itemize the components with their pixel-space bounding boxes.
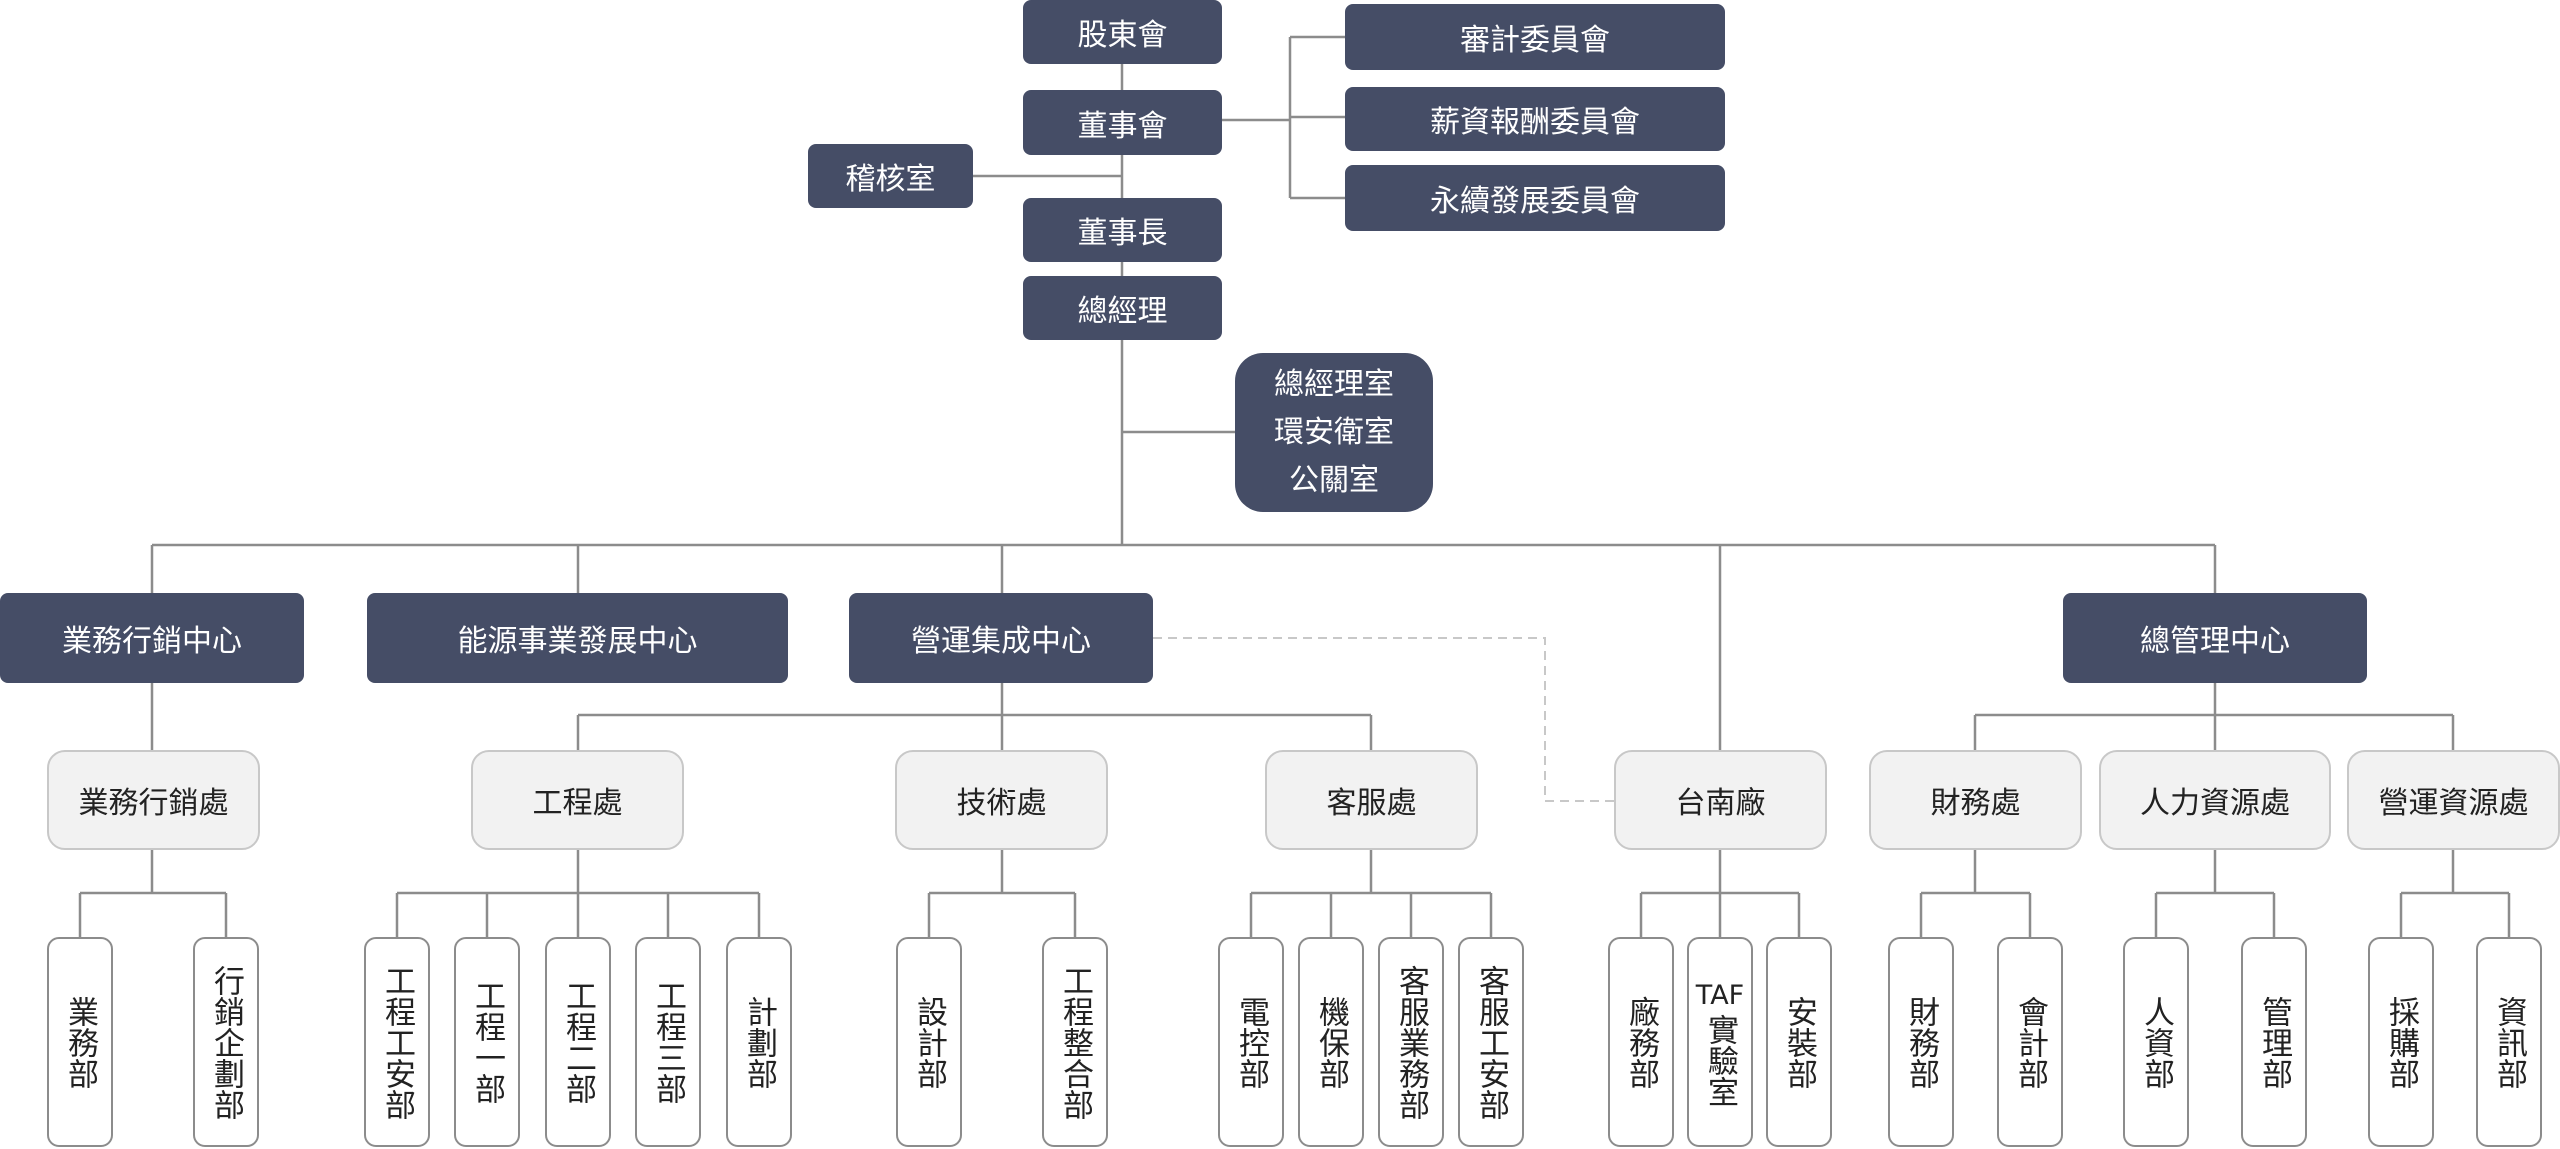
sales-center-label: 業務行銷中心 [62,624,242,659]
design-dept-label: 設計部 [911,995,947,1089]
personnel-dept-label: 人資部 [2138,995,2174,1089]
eng-1-dept-label: 工程一部 [469,980,505,1104]
board-label: 董事會 [1077,108,1168,144]
procurement-dept-box: 採購部 [2368,937,2434,1147]
sales-marketing-division-box: 業務行銷處 [47,750,260,850]
engineering-division-box: 工程處 [471,750,684,850]
sales-dept-label: 業務部 [62,995,98,1089]
board-box: 董事會 [1023,90,1222,155]
energy-center-label: 能源事業發展中心 [457,624,698,659]
tainan-plant-label: 台南廠 [1675,786,1766,821]
audit-committee-label: 審計委員會 [1460,23,1610,58]
accounting-dept-box: 會計部 [1997,937,2063,1147]
cs-business-dept-box: 客服業務部 [1378,937,1444,1147]
audit-office-box: 稽核室 [808,144,973,208]
marketing-planning-dept-box: 行銷企劃部 [193,937,259,1147]
eng-2-dept-box: 工程二部 [545,937,611,1147]
hr-division-box: 人力資源處 [2099,750,2331,850]
design-dept-box: 設計部 [896,937,962,1147]
eng-1-dept-box: 工程一部 [454,937,520,1147]
audit-committee-box: 審計委員會 [1345,4,1725,70]
chairman-label: 董事長 [1077,216,1168,251]
eng-integration-dept-label: 工程整合部 [1057,964,1093,1120]
finance-division-box: 財務處 [1869,750,2082,850]
customer-service-division-label: 客服處 [1326,786,1417,821]
finance-dept-box: 財務部 [1888,937,1954,1147]
procurement-dept-label: 採購部 [2383,995,2419,1089]
it-dept-box: 資訊部 [2476,937,2542,1147]
electrical-control-dept-box: 電控部 [1218,937,1284,1147]
planning-dept-box: 計劃部 [726,937,792,1147]
maintenance-dept-box: 機保部 [1298,937,1364,1147]
cs-safety-dept-box: 客服工安部 [1458,937,1524,1147]
eng-safety-dept-box: 工程工安部 [364,937,430,1147]
customer-service-division-box: 客服處 [1265,750,1478,850]
general-manager-label: 總經理 [1077,294,1168,329]
admin-dept-label: 管理部 [2256,995,2292,1089]
technical-division-box: 技術處 [895,750,1108,850]
compensation-committee-box: 薪資報酬委員會 [1345,87,1725,151]
hr-division-label: 人力資源處 [2140,786,2290,821]
gm-office-label: 總經理室 [1274,366,1394,402]
audit-office-label: 稽核室 [845,162,936,197]
technical-division-label: 技術處 [956,786,1047,821]
op-resources-division-box: 營運資源處 [2347,750,2560,850]
eng-safety-dept-label: 工程工安部 [379,964,415,1120]
sustainability-committee-box: 永續發展委員會 [1345,165,1725,231]
ehs-office-label: 環安衛室 [1274,414,1394,450]
management-center-label: 總管理中心 [2140,624,2290,659]
engineering-division-label: 工程處 [532,786,623,821]
finance-dept-label: 財務部 [1903,995,1939,1089]
admin-dept-box: 管理部 [2241,937,2307,1147]
installation-dept-box: 安裝部 [1766,937,1832,1147]
operations-center-box: 營運集成中心 [849,593,1153,683]
shareholders-meeting-label: 股東會 [1077,18,1168,53]
management-center-box: 總管理中心 [2063,593,2367,683]
plant-affairs-dept-box: 廠務部 [1608,937,1674,1147]
eng-2-dept-label: 工程二部 [560,980,596,1104]
cs-safety-dept-label: 客服工安部 [1473,964,1509,1120]
dashed-connector [1153,637,1614,802]
maintenance-dept-label: 機保部 [1313,995,1349,1089]
personnel-dept-box: 人資部 [2123,937,2189,1147]
planning-dept-label: 計劃部 [741,995,777,1089]
installation-dept-label: 安裝部 [1781,995,1817,1089]
taf-lab-label: 實驗室 [1702,1013,1738,1107]
tainan-plant-box: 台南廠 [1614,750,1827,850]
chairman-box: 董事長 [1023,198,1222,262]
shareholders-meeting-box: 股東會 [1023,0,1222,64]
electrical-control-dept-label: 電控部 [1233,995,1269,1089]
compensation-committee-label: 薪資報酬委員會 [1430,105,1640,140]
finance-division-label: 財務處 [1930,786,2021,821]
general-manager-box: 總經理 [1023,276,1222,340]
sales-dept-box: 業務部 [47,937,113,1147]
sustainability-committee-label: 永續發展委員會 [1430,184,1640,219]
op-resources-division-label: 營運資源處 [2378,786,2529,821]
operations-center-label: 營運集成中心 [911,624,1091,659]
taf-lab-box: TAF 實驗室 [1687,937,1753,1147]
eng-3-dept-label: 工程三部 [650,980,686,1104]
taf-prefix-label: TAF [1695,979,1745,1011]
pr-office-label: 公關室 [1289,462,1379,498]
accounting-dept-label: 會計部 [2012,995,2048,1089]
sales-marketing-division-label: 業務行銷處 [78,786,229,821]
sales-center-box: 業務行銷中心 [0,593,304,683]
marketing-planning-dept-label: 行銷企劃部 [208,964,244,1120]
it-dept-label: 資訊部 [2491,995,2527,1089]
cs-business-dept-label: 客服業務部 [1393,964,1429,1120]
eng-integration-dept-box: 工程整合部 [1042,937,1108,1147]
energy-center-box: 能源事業發展中心 [367,593,788,683]
eng-3-dept-box: 工程三部 [635,937,701,1147]
gm-offices-box: 總經理室 環安衛室 公關室 [1235,353,1433,512]
plant-affairs-dept-label: 廠務部 [1623,995,1659,1089]
